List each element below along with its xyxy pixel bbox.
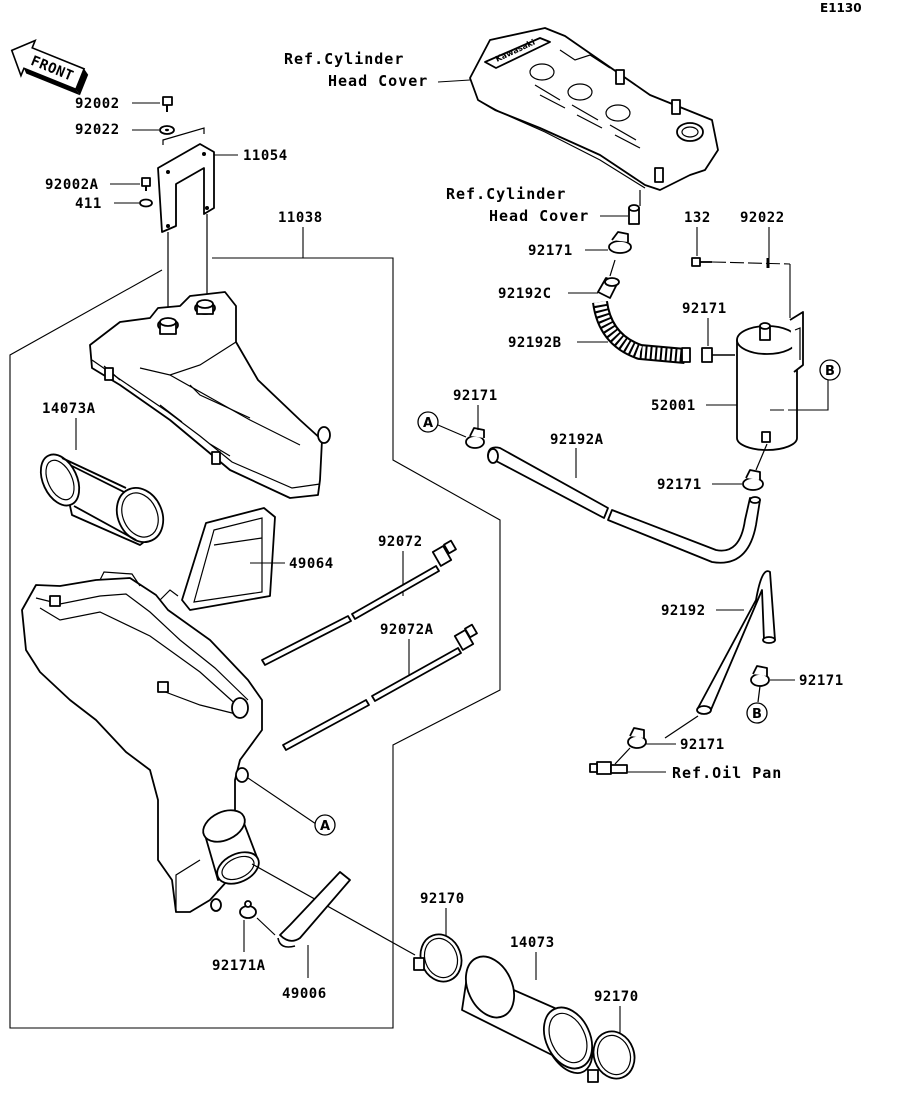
washer-92022-left: [159, 125, 175, 135]
label-92171-d: 92171: [657, 477, 702, 493]
label-92192: 92192: [661, 603, 706, 619]
cable-tie-92072A: [282, 623, 478, 751]
front-arrow-icon: FRONT: [10, 38, 89, 96]
callout-B-upper: B: [819, 359, 841, 381]
hose-92192C: [597, 259, 620, 299]
bolt-92002A: [141, 177, 151, 191]
callout-A-upper: A: [417, 411, 439, 433]
ref-cylinder-head-cover-1-line1: Ref.Cylinder: [284, 50, 404, 68]
label-132: 132: [684, 210, 711, 226]
bolt-92002: [162, 96, 173, 112]
label-11038: 11038: [278, 210, 323, 226]
label-49064: 49064: [289, 556, 334, 572]
label-14073A: 14073A: [42, 401, 96, 417]
cylinder-head-cover: Kawasaki: [469, 27, 719, 191]
callout-A-lower: A: [314, 814, 336, 836]
label-92171-e: 92171: [799, 673, 844, 689]
label-49006: 49006: [282, 986, 327, 1002]
label-411: 411: [75, 196, 102, 212]
label-92171-b: 92171: [682, 301, 727, 317]
svg-text:A: A: [423, 416, 433, 431]
clamp-92171-e: [750, 665, 770, 687]
label-92192B: 92192B: [508, 335, 562, 351]
cable-tie-92072: [261, 539, 457, 666]
air-box-case: [21, 571, 263, 913]
callout-B-lower: B: [746, 702, 768, 724]
air-duct-14073: [461, 955, 594, 1074]
ref-cylinder-head-cover-2-line2: Head Cover: [489, 207, 589, 225]
clamp-92171-f: [627, 727, 647, 749]
label-92072: 92072: [378, 534, 423, 550]
svg-text:B: B: [752, 707, 762, 722]
hose-92192A: [487, 446, 761, 564]
clamp-92170-a: [413, 933, 463, 983]
label-11054: 11054: [243, 148, 288, 164]
hose-92192: [696, 570, 776, 715]
svg-text:B: B: [825, 364, 835, 379]
label-92002: 92002: [75, 96, 120, 112]
element-49064: [181, 507, 276, 611]
label-92171-f: 92171: [680, 737, 725, 753]
clamp-92170-b: [587, 1030, 636, 1083]
label-92022-left: 92022: [75, 122, 120, 138]
label-92170-b: 92170: [594, 989, 639, 1005]
assembly-outline: [9, 257, 501, 1029]
bracket-11054: [157, 127, 215, 233]
label-92171-c: 92171: [453, 388, 498, 404]
diagram-code: E1130: [820, 1, 862, 15]
label-92002A: 92002A: [45, 177, 99, 193]
clamp-92171-c: [465, 427, 485, 449]
ref-cylinder-head-cover-2-line1: Ref.Cylinder: [446, 185, 566, 203]
clamp-92171-a: [608, 231, 632, 254]
label-92072A: 92072A: [380, 622, 434, 638]
label-92170-a: 92170: [420, 891, 465, 907]
label-52001: 52001: [651, 398, 696, 414]
svg-text:A: A: [320, 819, 330, 834]
ref-cylinder-head-cover-1-line2: Head Cover: [328, 72, 428, 90]
hose-92192B: [592, 300, 691, 364]
clamp-92171-b: [701, 347, 735, 363]
canister-52001: [736, 311, 804, 451]
oil-pan-fitting: [589, 761, 628, 775]
clamp-92171A: [239, 900, 257, 919]
air-filter-14073A: [39, 453, 165, 546]
clamp-92171-d: [742, 469, 764, 491]
bolt-132: [691, 257, 712, 267]
drain-hose-49006: [277, 871, 351, 948]
washer-411: [139, 198, 153, 208]
label-92192A: 92192A: [550, 432, 604, 448]
label-92171-a: 92171: [528, 243, 573, 259]
air-box-cover-11038: [89, 291, 331, 499]
label-92022-right: 92022: [740, 210, 785, 226]
label-92192C: 92192C: [498, 286, 552, 302]
ref-oil-pan: Ref.Oil Pan: [672, 764, 782, 782]
label-14073: 14073: [510, 935, 555, 951]
label-92171A: 92171A: [212, 958, 266, 974]
breather-fitting: [628, 204, 640, 225]
